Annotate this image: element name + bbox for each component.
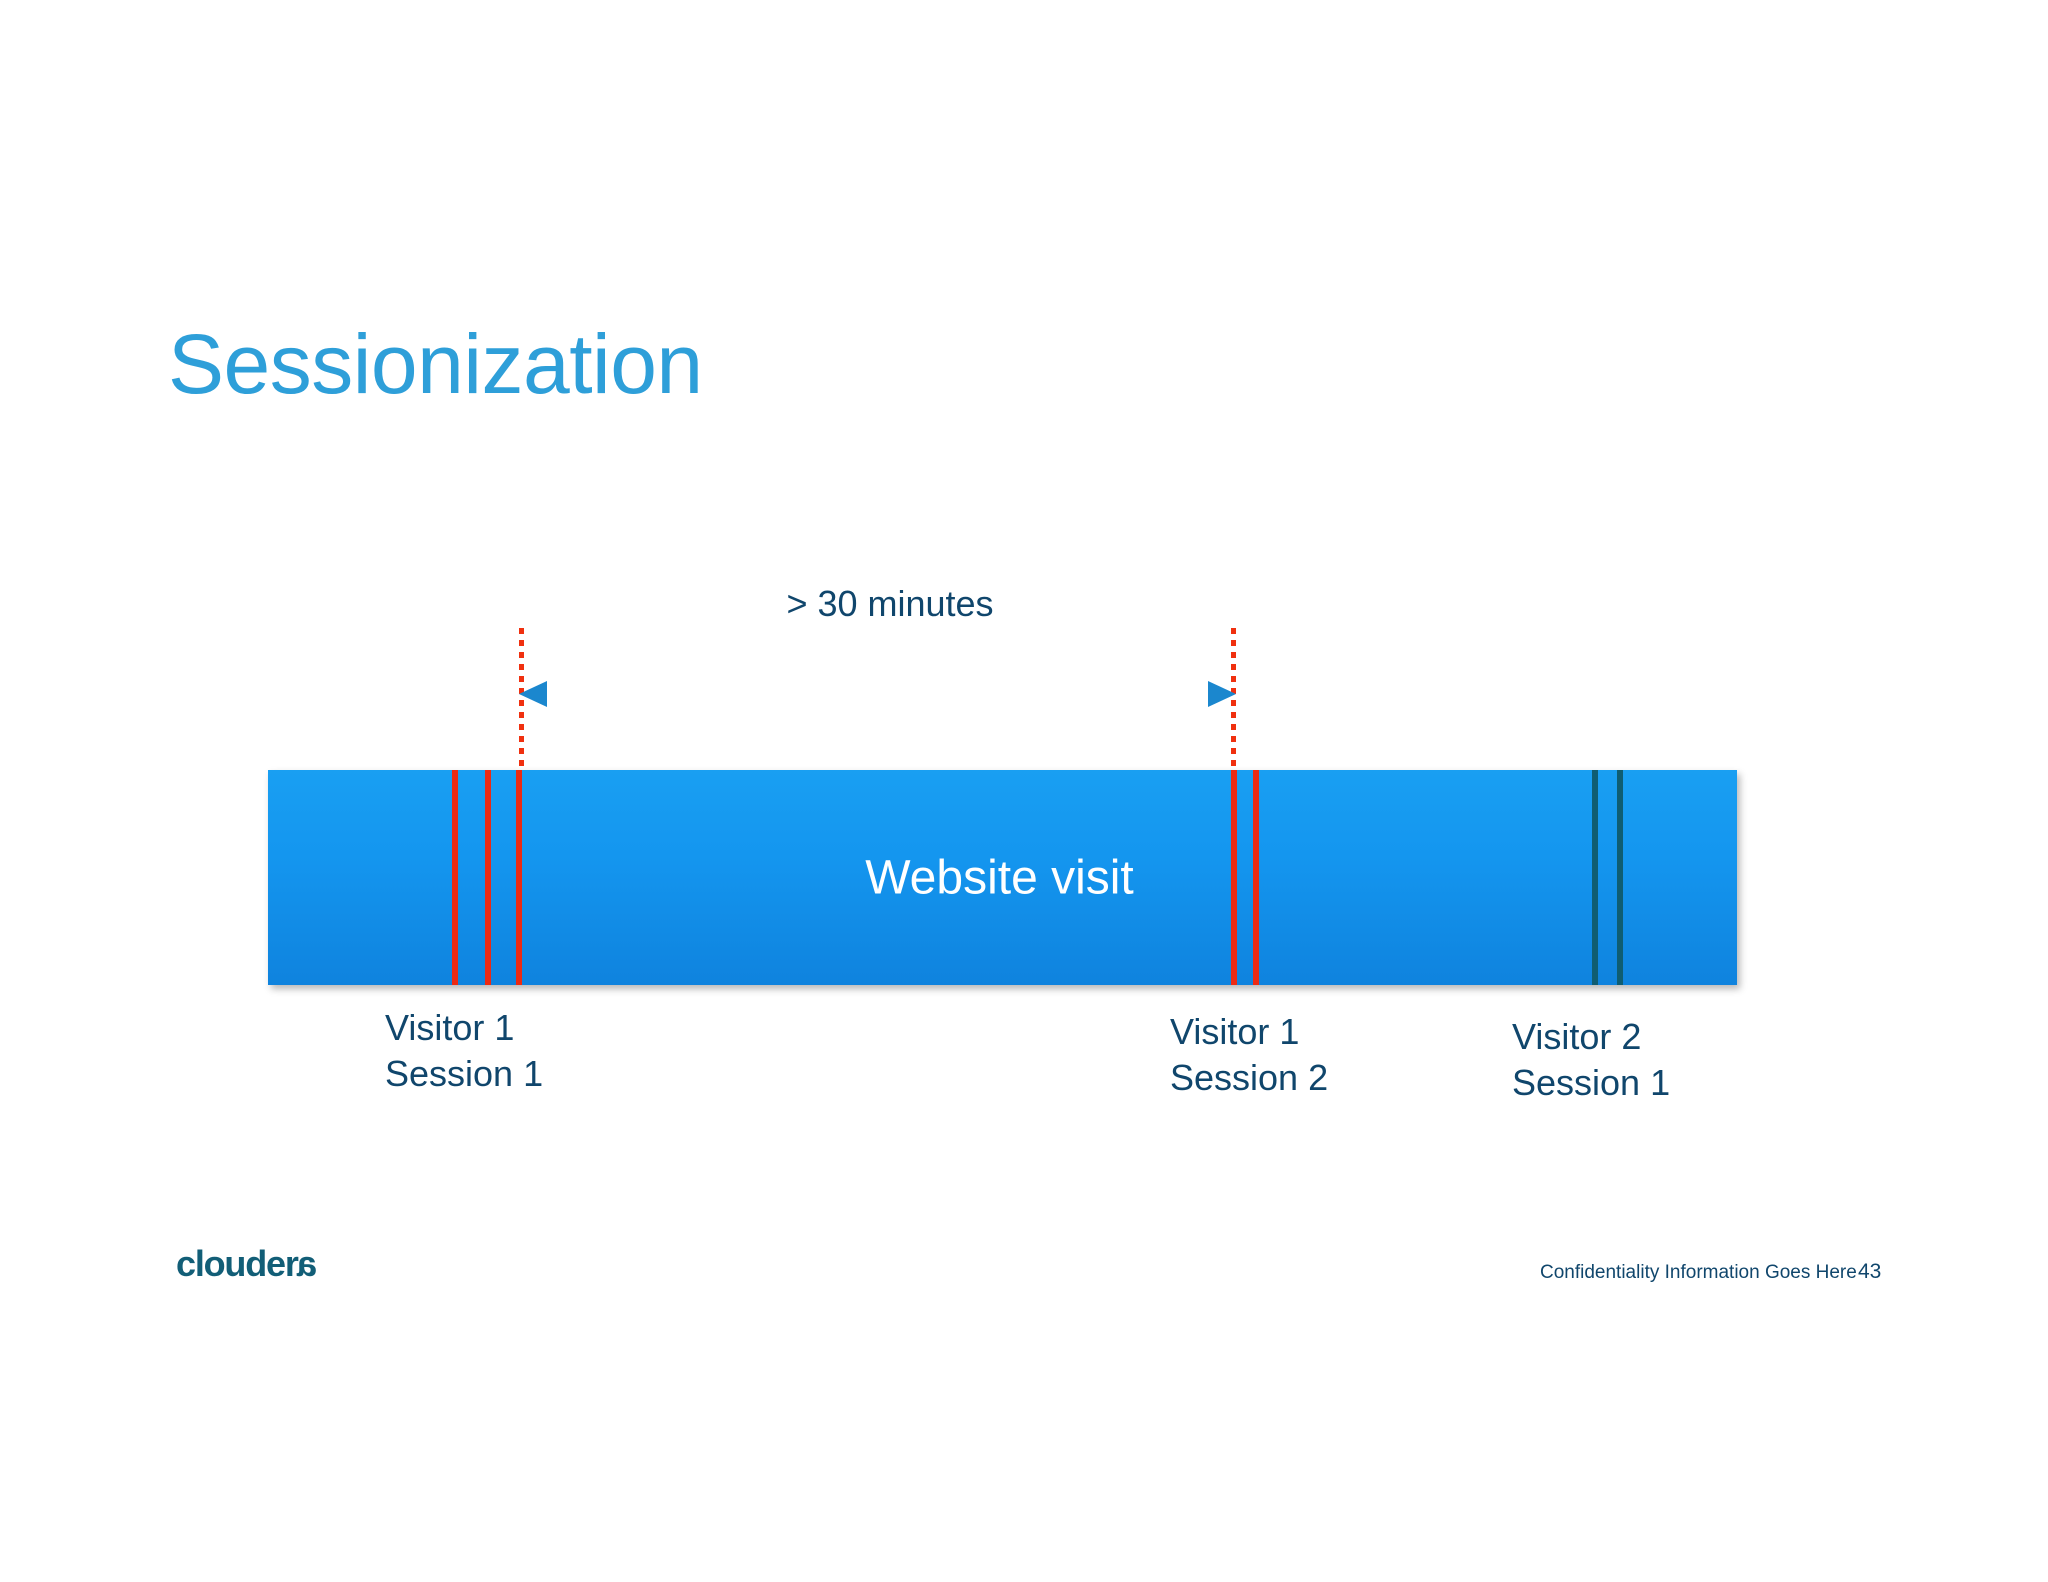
website-visit-label: Website visit: [865, 851, 1134, 904]
cloudera-logo-flipped-a: a: [297, 1243, 317, 1284]
website-visit-bar: Website visit: [268, 770, 1737, 985]
session-caption-1-visitor: Visitor 1: [385, 1007, 515, 1048]
event-tick-g1-2: [485, 770, 491, 985]
event-tick-g1-3: [516, 770, 522, 985]
session-caption-2-visitor: Visitor 1: [1170, 1011, 1300, 1052]
event-tick-g3-2: [1617, 770, 1623, 985]
event-tick-g2-1: [1231, 770, 1237, 985]
session-caption-1-session: Session 1: [385, 1053, 544, 1095]
event-tick-g2-2: [1253, 770, 1259, 985]
session-caption-1: Visitor 1 Session 1: [385, 1005, 543, 1097]
event-tick-g3-1: [1592, 770, 1598, 985]
event-tick-g1-1: [452, 770, 458, 985]
confidentiality-notice: Confidentiality Information Goes Here: [1540, 1262, 1857, 1283]
session-caption-2-session: Session 2: [1170, 1057, 1329, 1099]
session-caption-3: Visitor 2 Session 1: [1512, 1014, 1670, 1106]
double-arrow-icon: [519, 681, 1236, 707]
page-title: Sessionization: [168, 317, 703, 411]
session-caption-3-visitor: Visitor 2: [1512, 1016, 1642, 1057]
page-number: 43: [1858, 1260, 1882, 1283]
session-caption-2: Visitor 1 Session 2: [1170, 1009, 1328, 1101]
gap-duration-label: > 30 minutes: [786, 583, 994, 624]
cloudera-logo: cloudera: [176, 1243, 316, 1285]
session-boundary-marker-left: [519, 628, 524, 774]
cloudera-logo-text: clouder: [176, 1243, 299, 1284]
session-boundary-marker-right: [1231, 628, 1236, 774]
session-caption-3-session: Session 1: [1512, 1062, 1671, 1104]
